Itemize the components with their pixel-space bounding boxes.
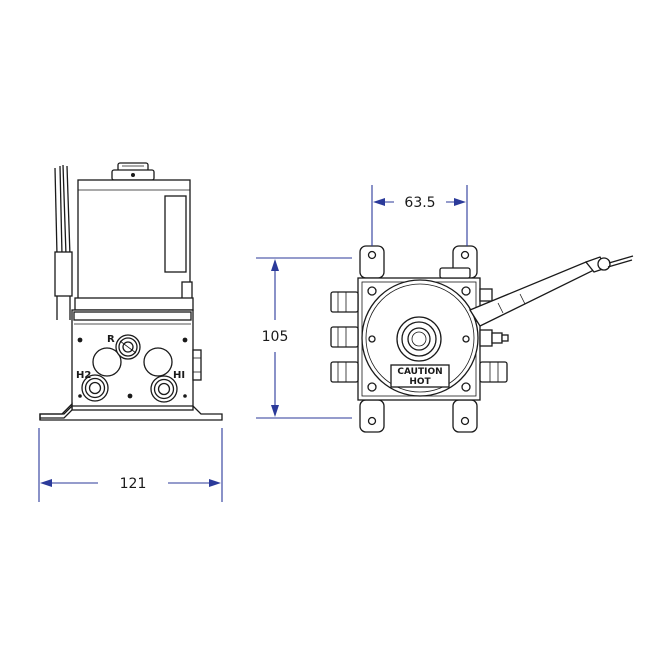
caution-label: CAUTION	[397, 367, 442, 377]
port-r-label: R	[107, 334, 115, 345]
caution-plate	[390, 364, 450, 388]
right-fittings	[479, 288, 509, 383]
dimension-105	[256, 257, 352, 419]
port-hi	[150, 375, 178, 403]
wires	[54, 164, 73, 320]
port-r	[115, 334, 141, 360]
mounting-bracket	[39, 402, 223, 421]
solenoid-body	[74, 179, 194, 311]
left-fittings	[330, 291, 359, 383]
front-view: CAUTION HOT 63.5	[256, 185, 634, 433]
top-knob	[111, 162, 155, 181]
dimension-105-label: 105	[262, 329, 289, 345]
hot-label: HOT	[409, 377, 431, 387]
dimension-121	[38, 428, 223, 502]
side-view: R H2 HI 121	[38, 162, 223, 502]
dimension-63-5	[371, 185, 468, 246]
probe-arm	[469, 255, 634, 327]
dimension-63-5-label: 63.5	[404, 195, 435, 211]
port-h2	[81, 374, 109, 402]
dimension-121-label: 121	[120, 476, 147, 492]
port-hi-label: HI	[173, 370, 185, 381]
top-fitting	[439, 267, 471, 279]
port-h2-label: H2	[76, 370, 91, 381]
